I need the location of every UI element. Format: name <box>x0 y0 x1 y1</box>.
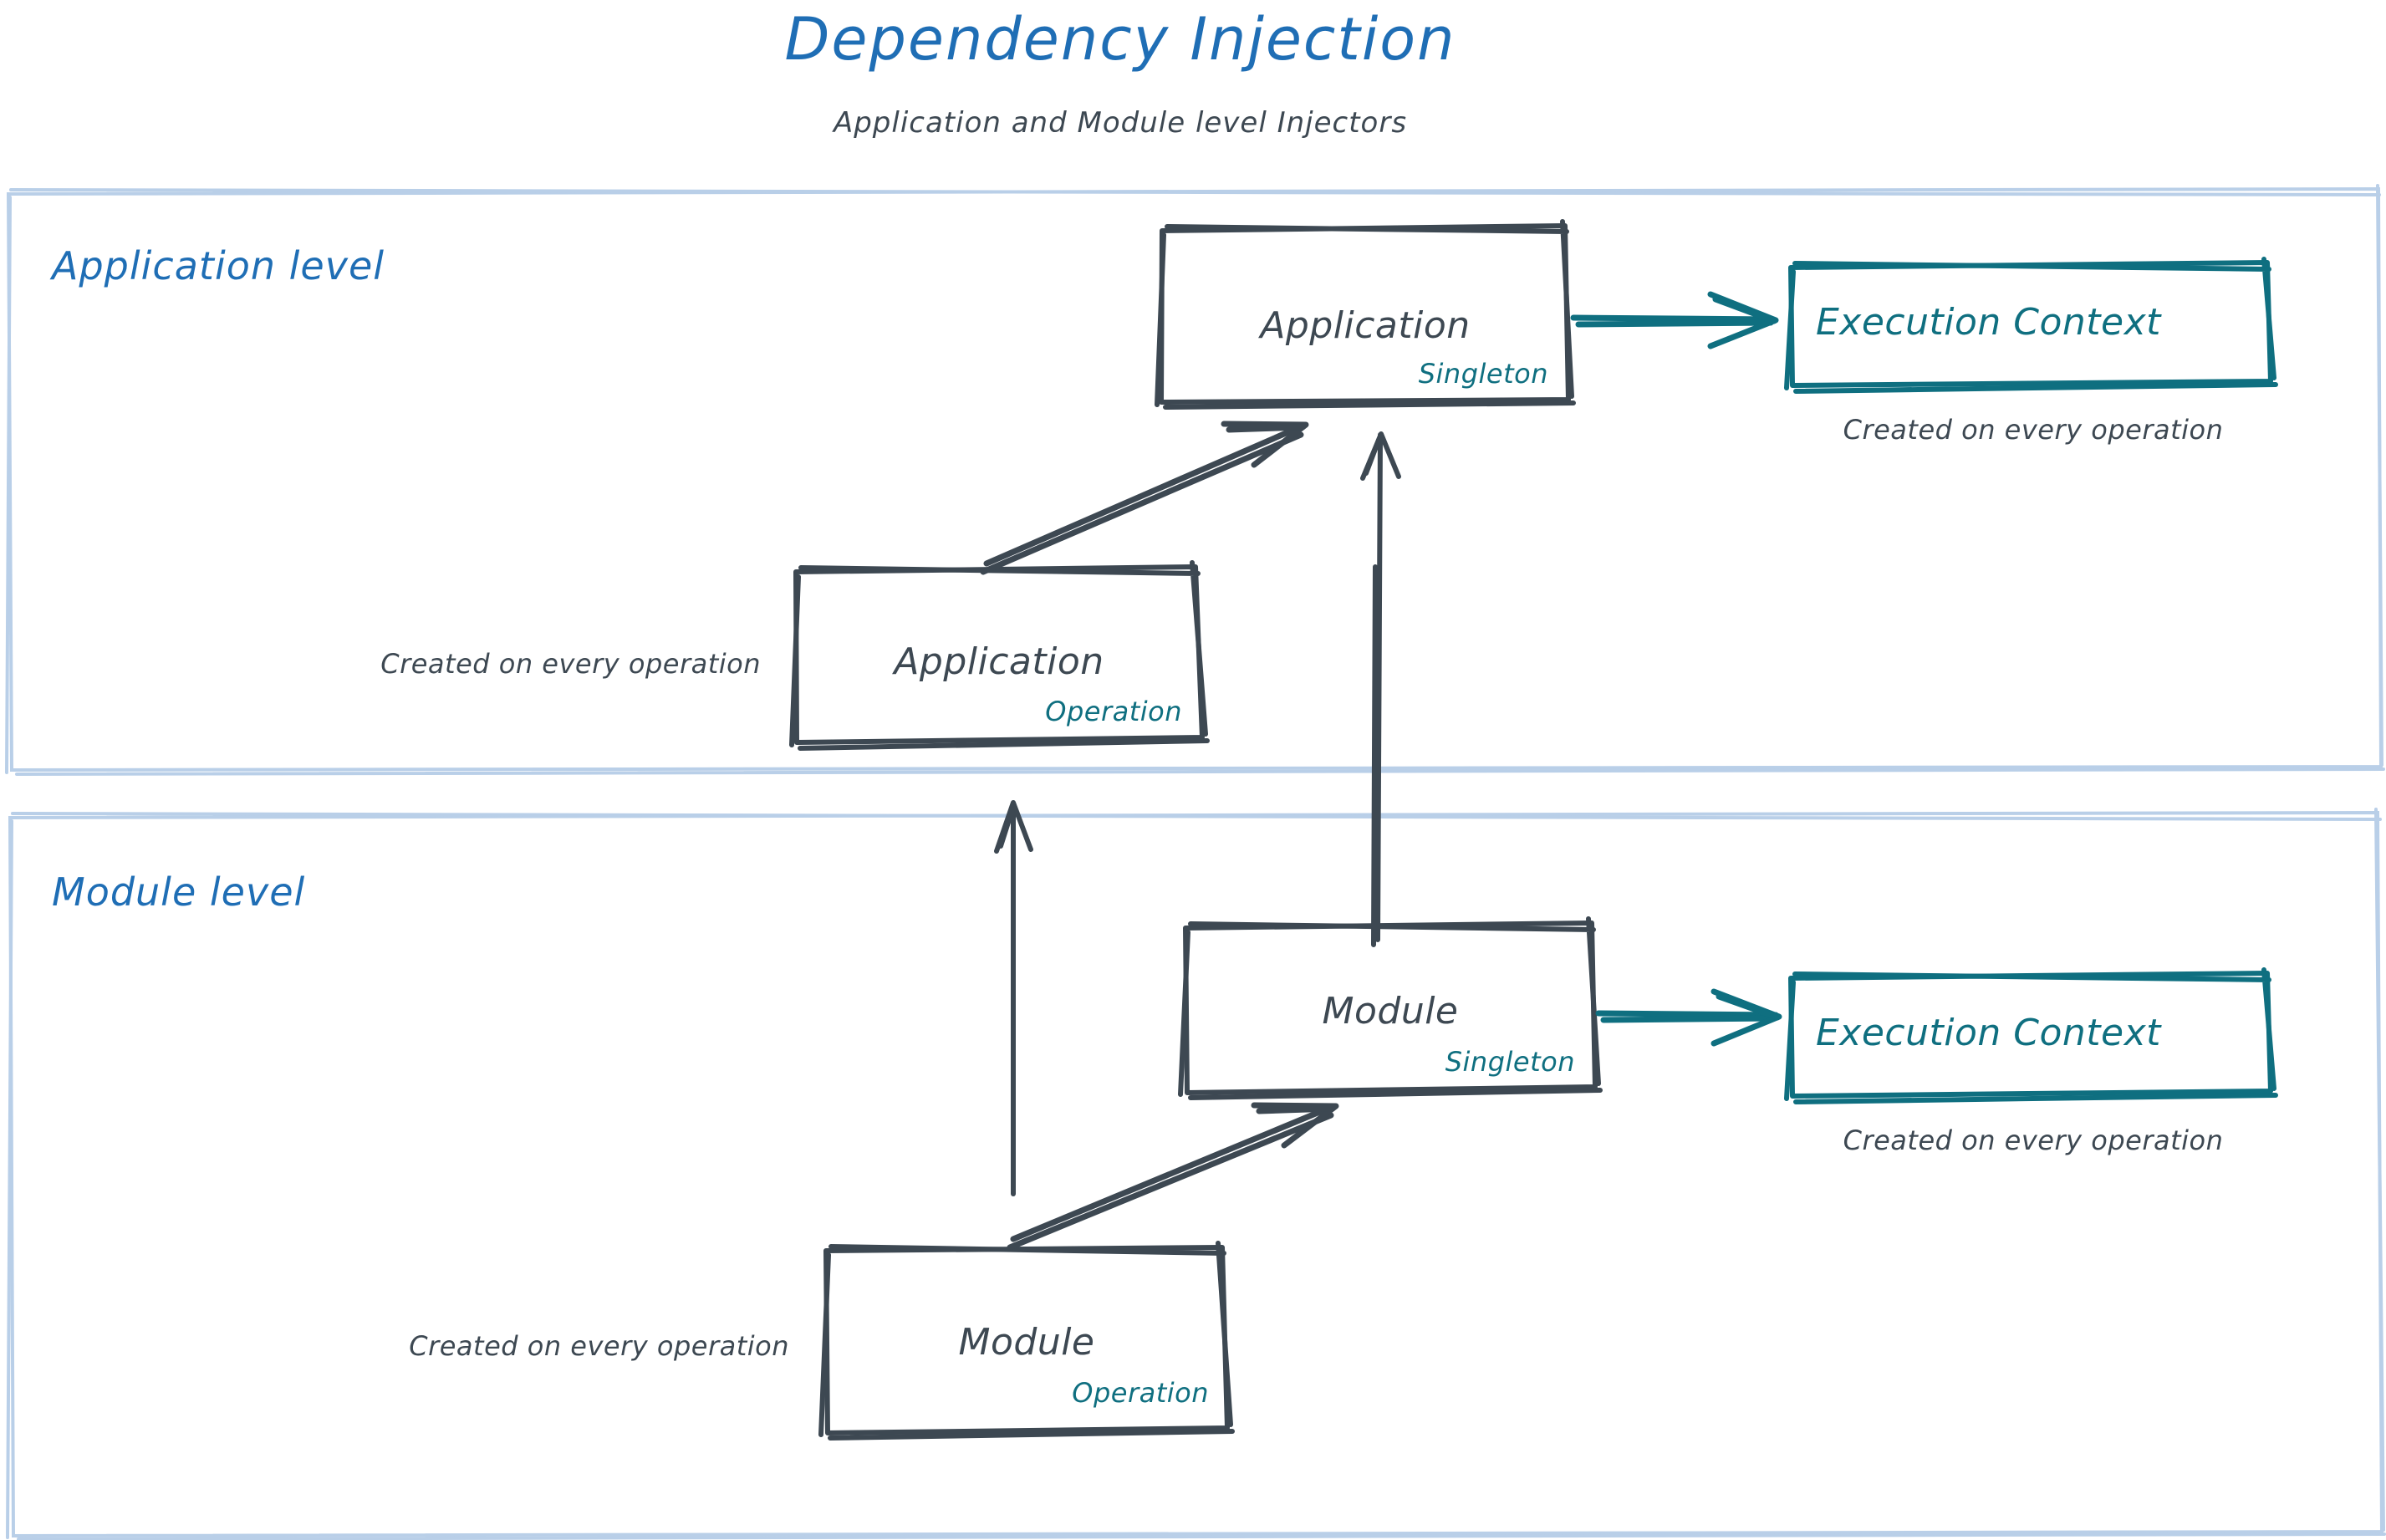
zone-label-module-level: Module level <box>52 869 306 915</box>
node-application-operation-tag: Operation <box>1045 696 1182 727</box>
node-module-singleton[interactable]: Module Singleton <box>1185 925 1595 1092</box>
node-module-operation-title: Module <box>958 1321 1095 1364</box>
note-application-operation: Created on every operation <box>380 648 761 680</box>
edge-app-operation-to-app-singleton <box>980 421 1309 575</box>
node-module-singleton-tag: Singleton <box>1445 1046 1575 1078</box>
edge-app-singleton-to-app-exec-context <box>1570 291 1779 349</box>
node-application-operation-title: Application <box>894 640 1104 683</box>
edge-module-operation-to-module-singleton <box>1007 1102 1339 1251</box>
note-application-execution-context: Created on every operation <box>1843 414 2224 446</box>
page-title: Dependency Injection <box>784 5 1456 74</box>
node-application-singleton-title: Application <box>1260 304 1471 347</box>
node-application-execution-context[interactable]: Execution Context <box>1791 264 2271 385</box>
edge-module-operation-to-app-operation <box>994 800 1033 1196</box>
edge-module-singleton-to-app-singleton <box>1360 431 1401 947</box>
node-module-operation[interactable]: Module Operation <box>826 1247 1227 1431</box>
note-module-execution-context: Created on every operation <box>1843 1124 2224 1156</box>
node-module-execution-context[interactable]: Execution Context <box>1791 975 2271 1096</box>
node-module-operation-tag: Operation <box>1072 1377 1209 1409</box>
node-application-singleton[interactable]: Application Singleton <box>1162 228 1568 402</box>
edge-module-singleton-to-module-exec-context <box>1595 988 1782 1047</box>
node-module-execution-context-title: Execution Context <box>1816 1012 2161 1054</box>
node-module-singleton-title: Module <box>1322 990 1459 1033</box>
zone-label-application-level: Application level <box>52 243 385 288</box>
node-application-execution-context-title: Execution Context <box>1816 301 2161 344</box>
page-subtitle: Application and Module level Injectors <box>833 106 1408 140</box>
node-application-singleton-tag: Singleton <box>1418 358 1548 390</box>
node-application-operation[interactable]: Application Operation <box>796 569 1202 742</box>
note-module-operation: Created on every operation <box>409 1330 789 1362</box>
